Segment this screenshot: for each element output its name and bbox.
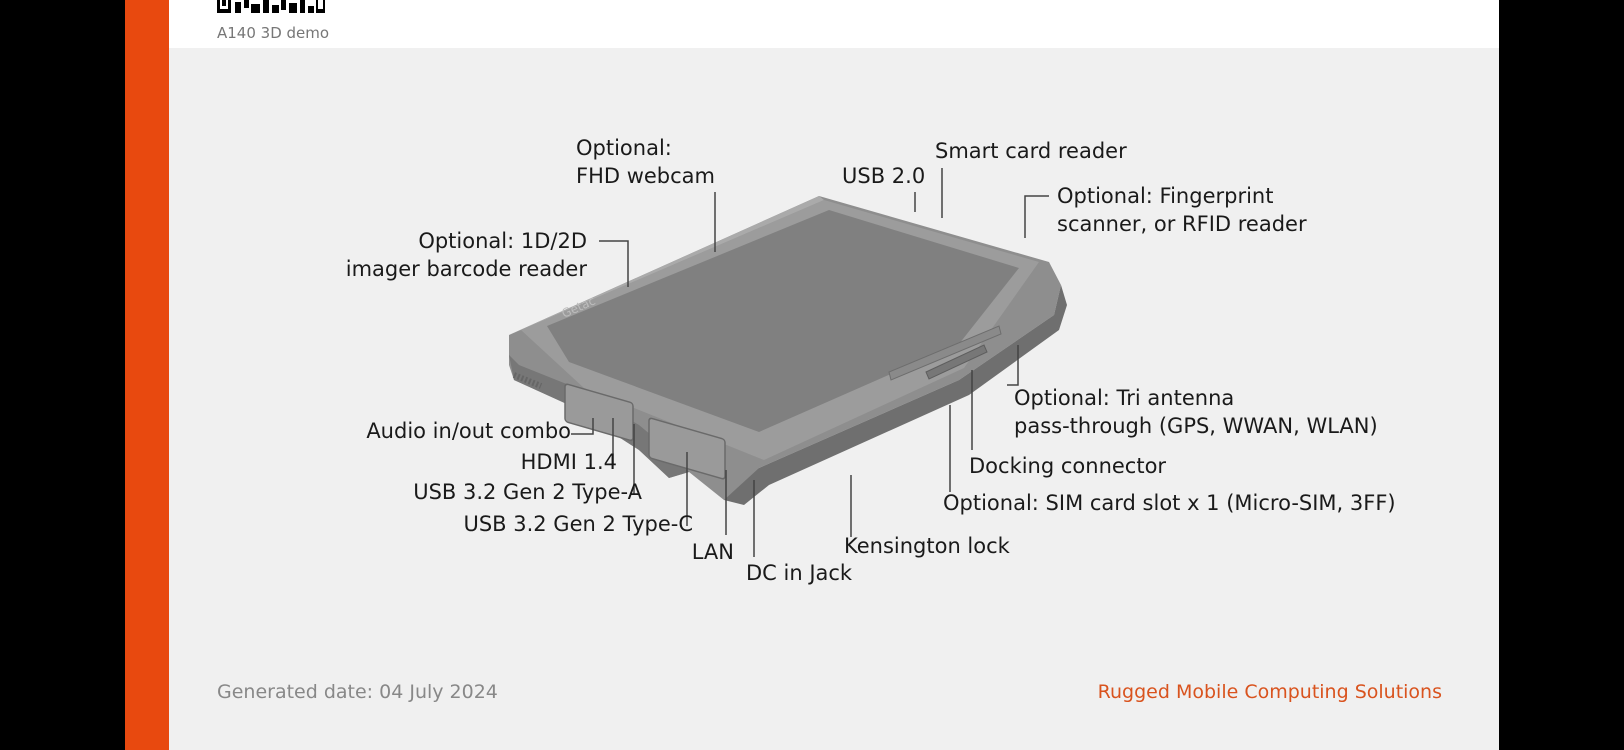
label-usb-2-0: USB 2.0 [842, 164, 925, 188]
label-barcode-line2: imager barcode reader [346, 257, 588, 281]
label-dc-in-jack: DC in Jack [746, 561, 853, 585]
document-caption: A140 3D demo [217, 24, 330, 42]
tablet-illustration: Getac [509, 196, 1067, 505]
label-barcode-line1: Optional: 1D/2D [418, 229, 587, 253]
qr-code-icon [217, 0, 325, 13]
label-antenna-line1: Optional: Tri antenna [1014, 386, 1234, 410]
tablet-port-diagram: Getac Optional: FHD webcam USB 2.0 Smar [346, 136, 1396, 585]
document-page: A140 3D demo Get [169, 0, 1499, 750]
label-fingerprint-line1: Optional: Fingerprint [1057, 184, 1273, 208]
company-slogan: Rugged Mobile Computing Solutions [1097, 681, 1442, 703]
label-webcam-line2: FHD webcam [576, 164, 715, 188]
label-smart-card-reader: Smart card reader [935, 139, 1127, 163]
generated-date: Generated date: 04 July 2024 [217, 681, 498, 703]
label-antenna-line2: pass-through (GPS, WWAN, WLAN) [1014, 414, 1378, 438]
label-audio-combo: Audio in/out combo [366, 419, 571, 443]
label-usb-type-a: USB 3.2 Gen 2 Type-A [413, 480, 642, 504]
label-hdmi: HDMI 1.4 [521, 450, 617, 474]
label-webcam-line1: Optional: [576, 136, 672, 160]
label-fingerprint-line2: scanner, or RFID reader [1057, 212, 1307, 236]
label-lan: LAN [692, 540, 734, 564]
label-usb-type-c: USB 3.2 Gen 2 Type-C [463, 512, 693, 536]
header-band: A140 3D demo [169, 0, 1499, 48]
leader-lines [571, 168, 1049, 557]
orange-side-bar [125, 0, 169, 750]
callout-labels: Optional: FHD webcam USB 2.0 Smart card … [346, 136, 1396, 585]
label-sim-card-slot: Optional: SIM card slot x 1 (Micro-SIM, … [943, 491, 1396, 515]
label-docking-connector: Docking connector [969, 454, 1166, 478]
label-kensington-lock: Kensington lock [844, 534, 1011, 558]
